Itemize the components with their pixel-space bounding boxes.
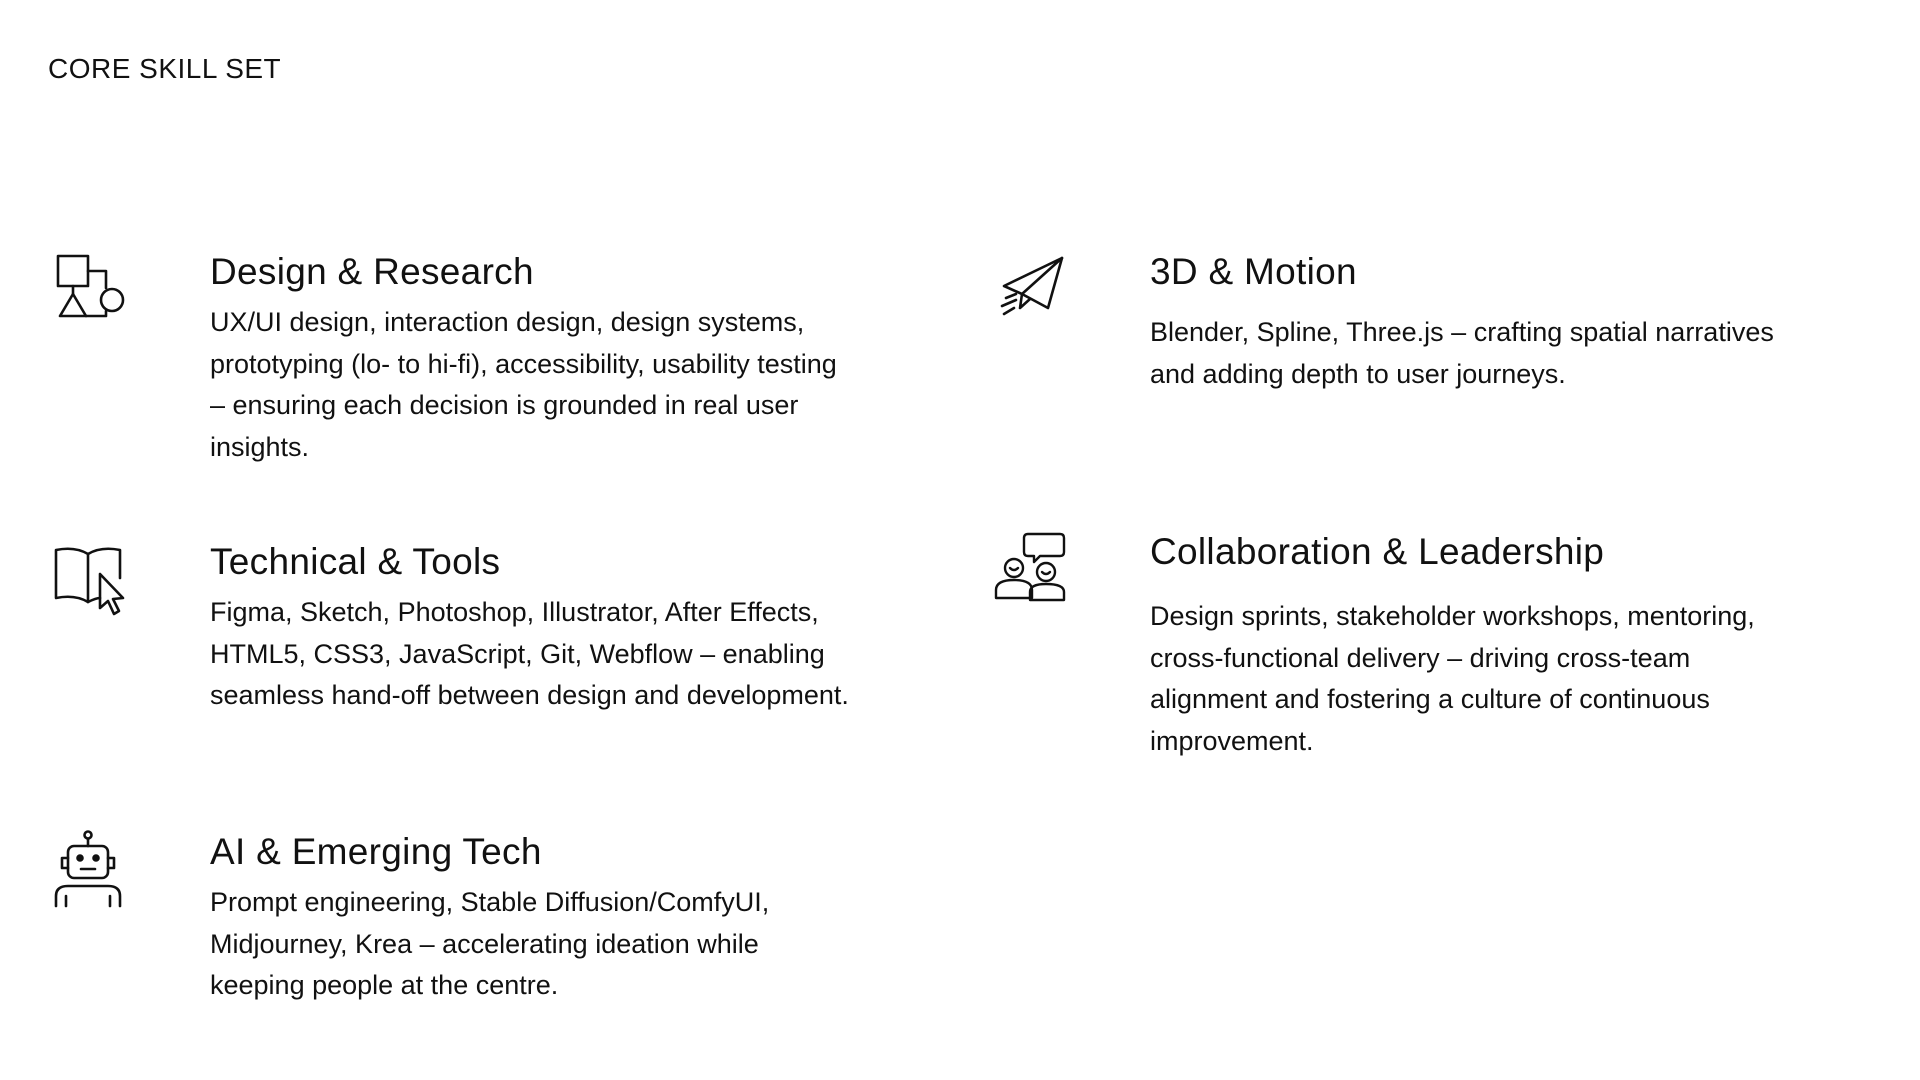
skill-description: Prompt engineering, Stable Diffusion/Com… — [210, 887, 770, 1000]
shapes-icon — [48, 250, 128, 330]
skill-technical-tools: Technical & Tools Figma, Sketch, Photosh… — [48, 540, 868, 780]
skill-description: Design sprints, stakeholder workshops, m… — [1150, 601, 1755, 756]
skill-description: Blender, Spline, Three.js – crafting spa… — [1150, 317, 1774, 389]
skill-collaboration-leadership: Collaboration & Leadership Design sprint… — [990, 530, 1810, 770]
book-cursor-icon — [48, 540, 128, 620]
skill-description: Figma, Sketch, Photoshop, Illustrator, A… — [210, 597, 849, 710]
people-chat-icon — [990, 530, 1070, 610]
paper-plane-icon — [990, 250, 1070, 330]
skill-title: Collaboration & Leadership — [1150, 531, 1605, 572]
skill-description: UX/UI design, interaction design, design… — [210, 307, 837, 462]
skill-title: Technical & Tools — [210, 541, 501, 582]
section-title: CORE SKILL SET — [48, 53, 282, 84]
robot-icon — [48, 830, 128, 910]
skill-3d-motion: 3D & Motion Blender, Spline, Three.js – … — [990, 250, 1810, 490]
skill-title: AI & Emerging Tech — [210, 831, 542, 872]
skill-ai-emerging-tech: AI & Emerging Tech Prompt engineering, S… — [48, 830, 868, 1070]
skill-design-research: Design & Research UX/UI design, interact… — [48, 250, 868, 490]
skill-title: 3D & Motion — [1150, 251, 1357, 292]
skill-title: Design & Research — [210, 251, 534, 292]
